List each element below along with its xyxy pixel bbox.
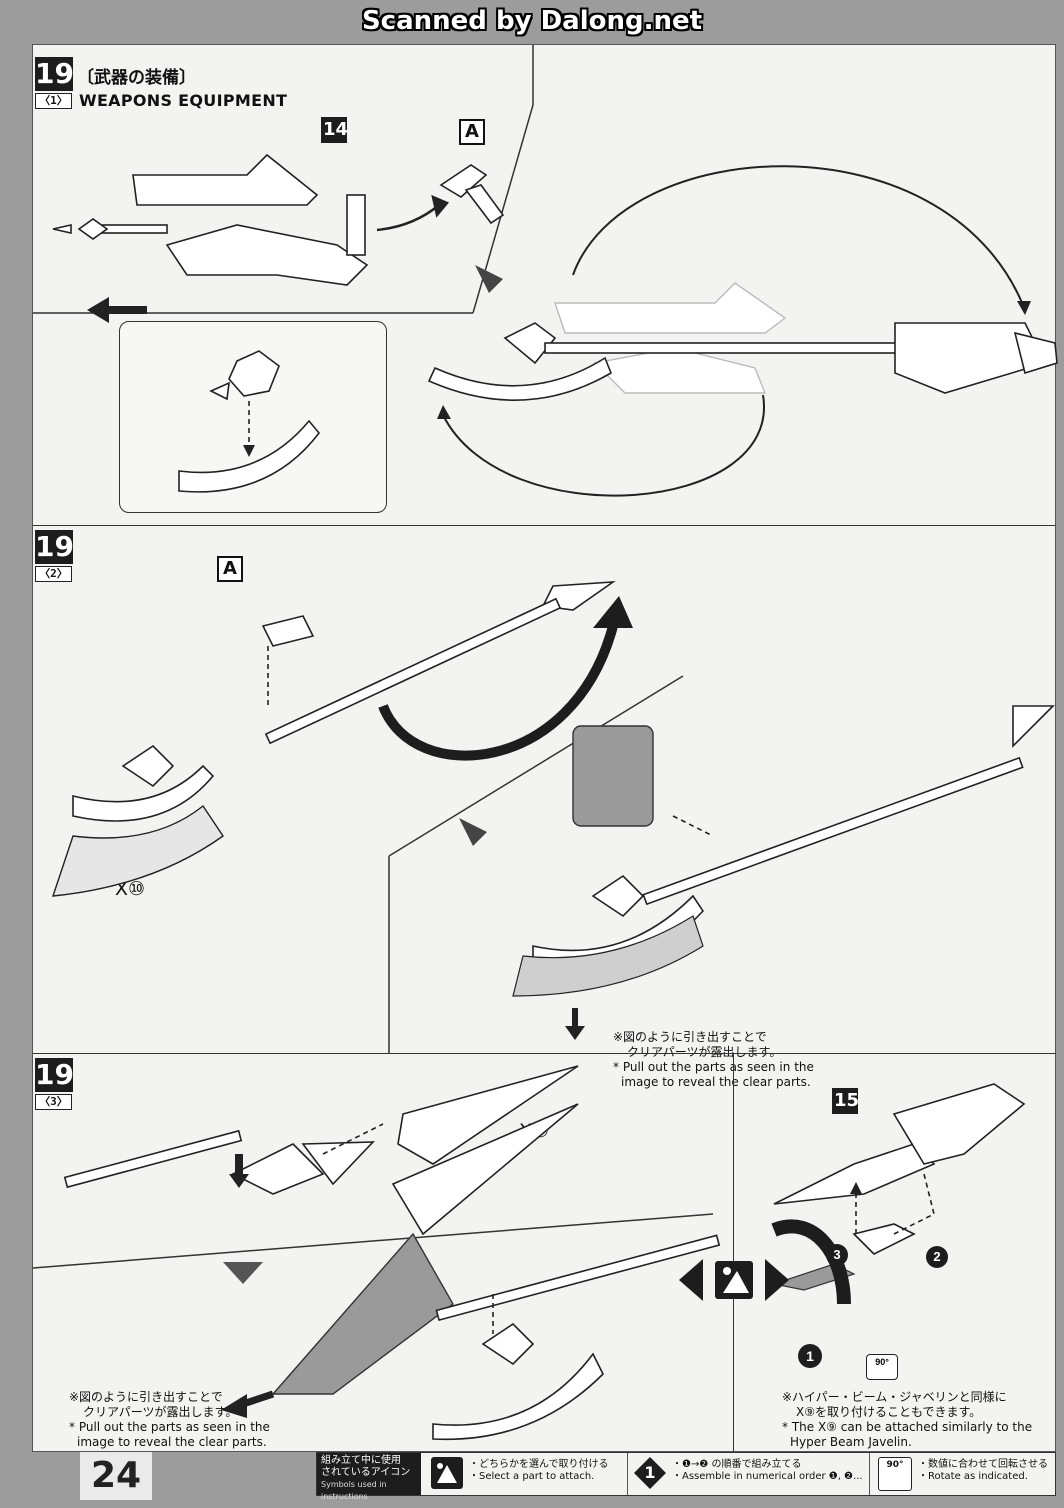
step-sub-number: 〈1〉 xyxy=(35,93,72,109)
divider-lines xyxy=(388,675,684,1054)
legend-title: 組み立て中に使用 されているアイコン Symbols used in instr… xyxy=(317,1453,421,1501)
part-tag-14: 14 xyxy=(321,117,348,143)
down-arrow-icon xyxy=(459,818,487,846)
rotate-90-icon: 90° xyxy=(866,1354,898,1380)
rotate-arrows xyxy=(437,165,1031,497)
section-title-en: WEAPONS EQUIPMENT xyxy=(79,91,288,110)
weapon-diagram-assembled xyxy=(427,282,1058,401)
page-number: 24 xyxy=(80,1452,152,1500)
legend-item-select-en: ・Select a part to attach. xyxy=(469,1471,595,1482)
weapon-diagram-folded xyxy=(52,153,450,323)
down-arrow-icon xyxy=(475,265,503,293)
legend-item-rotate: 90° ・数値に合わせて回転させる ・Rotate as indicated. xyxy=(869,1453,1056,1495)
rotate-icon: 90° xyxy=(878,1457,912,1491)
note-en-line-2: image to reveal the clear parts. xyxy=(77,1435,267,1449)
step-19-3-side-panel: 15 1 2 3 90° ※ハイパー・ビーム・ジャベリンと同様に X⑨を取り付け… xyxy=(733,1053,1056,1452)
legend-item-select-jp: ・どちらかを選んで取り付ける xyxy=(469,1459,609,1470)
step-number: 19 xyxy=(35,1058,74,1092)
note-en-line-2: image to reveal the clear parts. xyxy=(621,1075,811,1089)
legend-item-select: ・どちらかを選んで取り付ける ・Select a part to attach. xyxy=(425,1453,625,1495)
note-en-line-1: * Pull out the parts as seen in the xyxy=(69,1420,270,1434)
legend-item-order-jp: ・❶→❷ の順番で組み立てる xyxy=(672,1459,802,1470)
scan-watermark: Scanned by Dalong.net xyxy=(361,6,703,36)
note-en-line-2: Hyper Beam Javelin. xyxy=(790,1435,912,1449)
step-number: 19 xyxy=(35,530,74,564)
side-weapon-diagram xyxy=(771,1083,1026,1305)
step-sub-number: 〈3〉 xyxy=(35,1094,72,1110)
note-jp-line-1: ※ハイパー・ビーム・ジャベリンと同様に xyxy=(782,1390,1007,1404)
legend-title-jp-2: されているアイコン xyxy=(321,1467,411,1478)
step-19-2-panel: 19 〈2〉 A X⑩ xyxy=(33,525,1055,1089)
step-19-3-panel: 19 〈3〉 X⑨ xyxy=(32,1053,733,1452)
step-19-1-panel: 19 〈1〉 〔武器の装備〕 WEAPONS EQUIPMENT 14 A xyxy=(33,45,1058,525)
note-en-line-1: * Pull out the parts as seen in the xyxy=(613,1060,814,1074)
order-number-icon-label: 1 xyxy=(644,1463,656,1482)
part-tag-a: A xyxy=(459,119,485,145)
order-badge-3: 3 xyxy=(826,1244,848,1266)
note-clear-parts: ※図のように引き出すことで クリアパーツが露出します。 * Pull out t… xyxy=(69,1390,270,1450)
note-jp-line-1: ※図のように引き出すことで xyxy=(69,1390,223,1404)
note-attach-similarly: ※ハイパー・ビーム・ジャベリンと同様に X⑨を取り付けることもできます。 * T… xyxy=(782,1390,1032,1450)
select-either-icon xyxy=(679,1259,789,1301)
detail-inset-drawing xyxy=(178,350,321,493)
note-en-line-1: * The X⑨ can be attached similarly to th… xyxy=(782,1420,1033,1434)
part-tag-15: 15 xyxy=(832,1088,859,1114)
legend-item-order-en: ・Assemble in numerical order ❶, ❷... xyxy=(672,1471,863,1482)
part-a-drawing xyxy=(439,164,505,225)
javelin-diagram-2 xyxy=(512,705,1055,997)
note-jp-line-1: ※図のように引き出すことで xyxy=(613,1030,767,1044)
order-badge-1: 1 xyxy=(798,1344,822,1368)
note-clear-parts: ※図のように引き出すことで クリアパーツが露出します。 * Pull out t… xyxy=(613,1030,814,1090)
javelin-diagram-1 xyxy=(51,581,633,897)
order-number-icon: 1 xyxy=(634,1457,666,1489)
legend-title-jp-1: 組み立て中に使用 xyxy=(321,1455,401,1466)
icon-legend-bar: 組み立て中に使用 されているアイコン Symbols used in instr… xyxy=(316,1452,1056,1501)
legend-item-rotate-en: ・Rotate as indicated. xyxy=(918,1471,1028,1482)
legend-title-en: Symbols used in instructions xyxy=(321,1480,387,1501)
part-tag-a: A xyxy=(217,556,243,582)
beam-spear-diagram xyxy=(32,1065,721,1441)
section-title-jp: 〔武器の装備〕 xyxy=(77,68,196,88)
rotate-icon-label: 90° xyxy=(886,1460,904,1470)
down-arrow-icon xyxy=(565,1008,585,1040)
step-sub-number: 〈2〉 xyxy=(35,566,72,582)
note-jp-line-2: X⑨を取り付けることもできます。 xyxy=(796,1405,982,1419)
note-jp-line-2: クリアパーツが露出します。 xyxy=(627,1045,782,1059)
step-number: 19 xyxy=(35,57,74,91)
note-jp-line-2: クリアパーツが露出します。 xyxy=(83,1405,238,1419)
legend-item-order: 1 ・❶→❷ の順番で組み立てる ・Assemble in numerical … xyxy=(627,1453,868,1495)
select-either-icon xyxy=(431,1457,463,1489)
order-badge-2: 2 xyxy=(926,1246,948,1268)
legend-item-rotate-jp: ・数値に合わせて回転させる xyxy=(918,1459,1048,1470)
instruction-sheet: 19 〈1〉 〔武器の装備〕 WEAPONS EQUIPMENT 14 A xyxy=(32,44,1058,1452)
